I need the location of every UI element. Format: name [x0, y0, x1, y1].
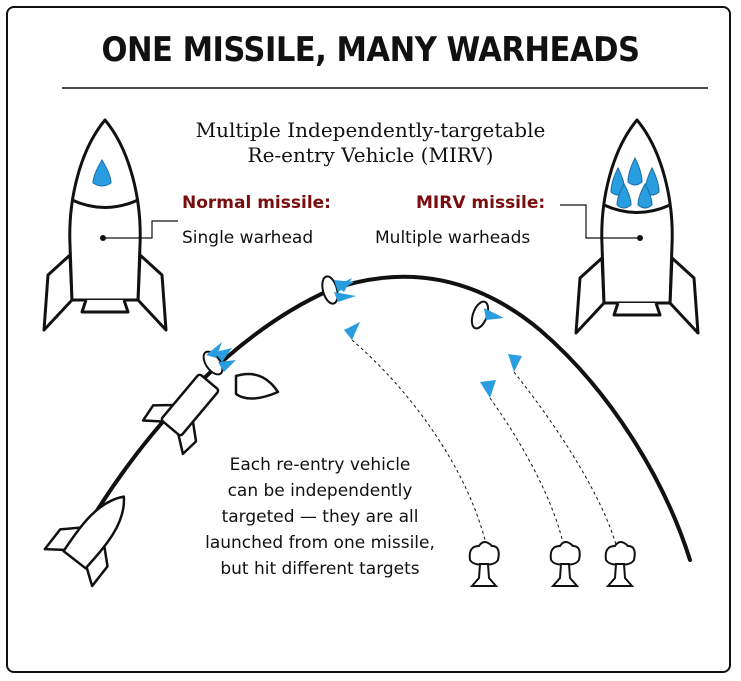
normal-missile-illustration [42, 118, 168, 332]
explanation-line: Each re-entry vehicle [229, 455, 411, 475]
bus-with-warheads-3 [470, 300, 504, 330]
separating-stage-illustration [141, 373, 220, 456]
normal-missile-right-fin [136, 253, 168, 332]
normal-missile-left-fin [42, 253, 74, 332]
subtitle: Multiple Independently-targetable Re-ent… [0, 118, 741, 168]
mirv-missile-left-fin [574, 256, 606, 335]
mirv-missile-warhead-cluster-icon [610, 156, 660, 209]
explosion-icon-2 [549, 541, 581, 587]
explanation-line: can be independently [227, 481, 413, 501]
released-warhead-2 [480, 380, 496, 398]
normal-missile-heading: Normal missile: [182, 193, 331, 213]
normal-missile-nozzle [80, 299, 130, 314]
launch-missile-illustration [43, 495, 126, 588]
discarded-nose-cone [234, 372, 280, 400]
explanation-line: but hit different targets [220, 559, 420, 579]
warhead-path-3 [513, 371, 619, 553]
mirv-missile-right-fin [668, 256, 700, 335]
mirv-missile-illustration [574, 118, 700, 335]
normal-missile-description: Single warhead [182, 228, 314, 248]
released-warhead-1 [344, 322, 360, 340]
warhead-path-1 [351, 339, 489, 553]
mirv-missile-nozzle [612, 302, 662, 317]
normal-missile-pointer-line [103, 220, 178, 239]
normal-missile-warhead-icon [92, 159, 112, 187]
page-title: ONE MISSILE, MANY WARHEADS [101, 30, 640, 70]
explosion-icon-3 [604, 541, 636, 587]
normal-missile-nose-line [71, 198, 139, 209]
explosion-icon-1 [468, 541, 500, 587]
explanation-line: launched from one missile, [205, 533, 435, 553]
subtitle-line-1: Multiple Independently-targetable [195, 118, 546, 142]
released-warhead-3 [508, 354, 522, 372]
mirv-missile-nose-line [603, 203, 671, 214]
infographic-frame [6, 6, 731, 673]
explanation-text: Each re-entry vehicle can be independent… [170, 452, 470, 582]
warhead-path-2 [489, 397, 566, 553]
mirv-missile-pointer-line [560, 204, 640, 239]
explanation-line: targeted — they are all [221, 507, 419, 527]
bus-with-warheads-2 [321, 275, 356, 305]
bus-with-warheads-1 [202, 342, 236, 376]
mirv-missile-heading: MIRV missile: [416, 193, 546, 213]
subtitle-line-2: Re-entry Vehicle (MIRV) [247, 143, 494, 167]
mirv-missile-description: Multiple warheads [375, 228, 531, 248]
